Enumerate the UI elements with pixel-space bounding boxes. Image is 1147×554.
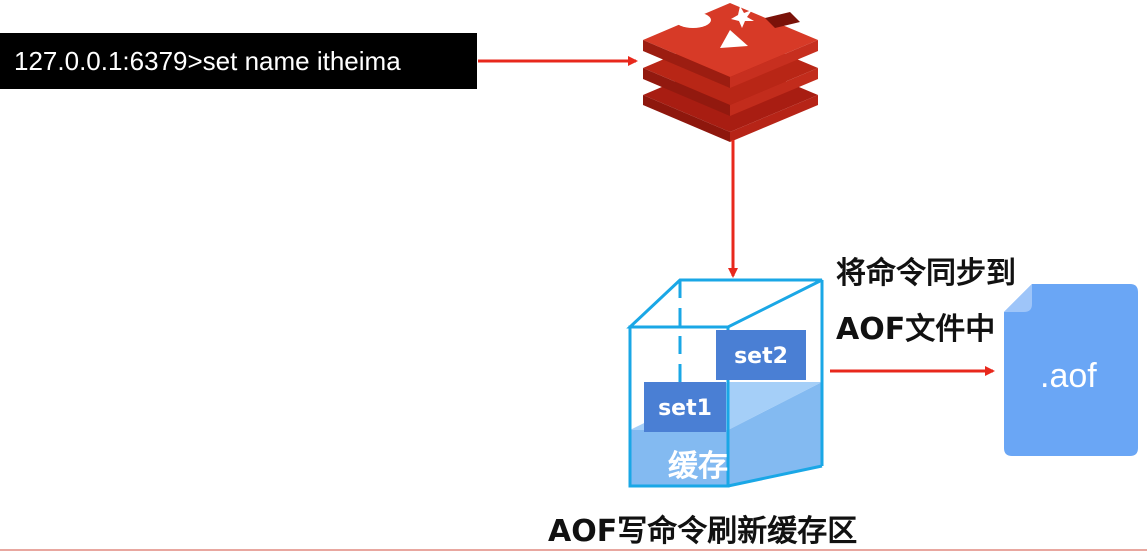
bottom-divider: [0, 549, 1147, 551]
buffer-item-set1-label: set1: [658, 396, 712, 421]
aof-file-label: .aof: [1040, 357, 1097, 395]
sync-note-line2: AOF文件中: [836, 312, 996, 347]
redis-logo-icon: [643, 3, 818, 142]
buffer-item-set2-block: [716, 330, 806, 380]
buffer-item-set1-block: [644, 382, 726, 432]
file-icon: [1004, 284, 1138, 456]
buffer-caption: AOF写命令刷新缓存区: [548, 514, 858, 549]
command-line: 127.0.0.1:6379>set name itheima: [0, 33, 477, 89]
sync-note-line1: 将命令同步到: [836, 256, 1016, 291]
cache-label: 缓存: [668, 449, 728, 484]
buffer-item-set2-label: set2: [734, 344, 788, 369]
